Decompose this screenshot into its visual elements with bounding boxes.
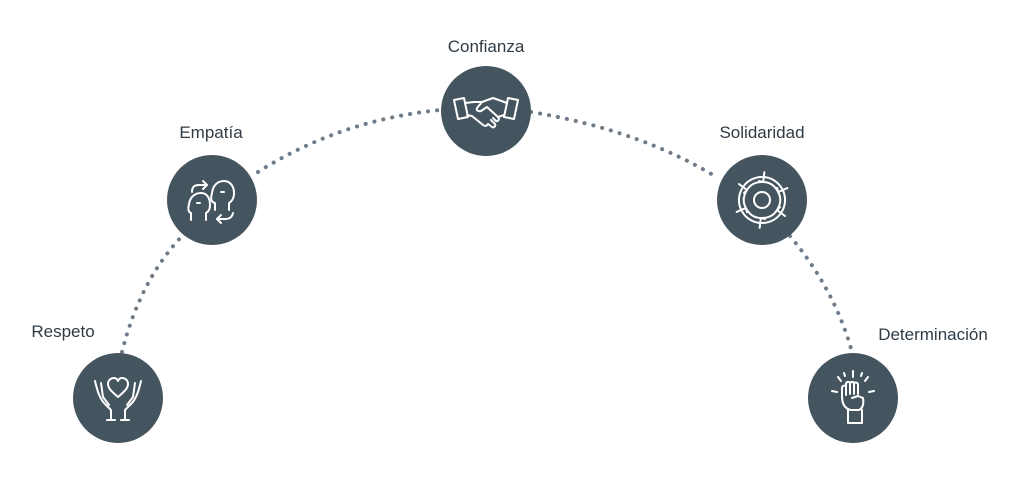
node-label-determinacion: Determinación (878, 325, 988, 344)
node-confianza (441, 66, 531, 156)
node-label-solidaridad: Solidaridad (719, 123, 805, 142)
hands-heart-icon (94, 377, 142, 421)
connector-solidaridad-determinacion (788, 234, 854, 354)
node-respeto (73, 353, 163, 443)
two-faces-exchange-icon (187, 180, 235, 224)
node-determinacion (808, 353, 898, 443)
node-label-respeto: Respeto (31, 322, 95, 341)
linked-hands-circle-icon (735, 171, 789, 229)
node-label-empatia: Empatía (179, 123, 243, 142)
raised-fist-icon (831, 370, 875, 424)
node-solidaridad (717, 155, 807, 245)
node-label-confianza: Confianza (447, 37, 525, 56)
handshake-icon (453, 97, 519, 129)
connector-respeto-empatia (120, 233, 185, 354)
node-empatia (167, 155, 257, 245)
connector-empatia-confianza (256, 108, 442, 174)
connector-confianza-solidaridad (529, 110, 720, 180)
